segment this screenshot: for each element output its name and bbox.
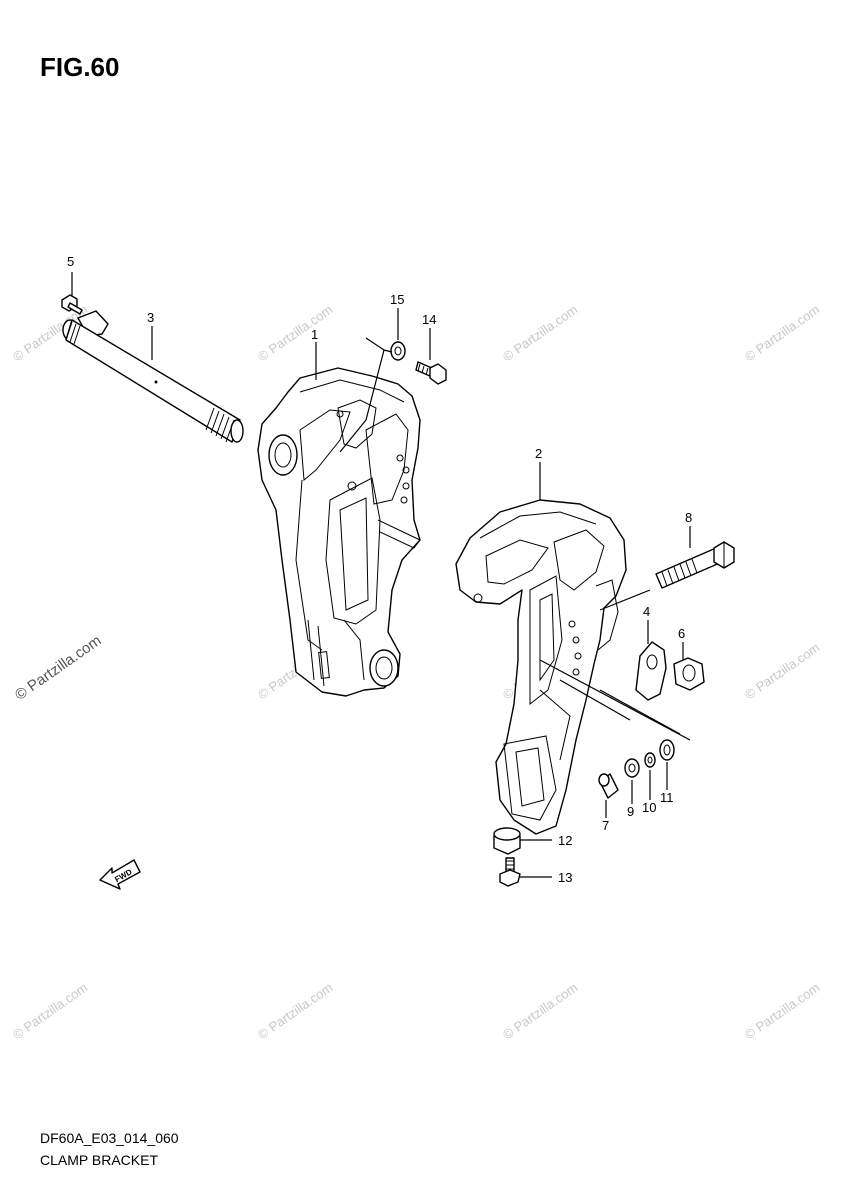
- callout-1: 1: [311, 327, 318, 342]
- part-3-shaft: [62, 310, 244, 443]
- part-5-bolt: [61, 294, 83, 315]
- part-2-clamp-bracket-right: [455, 499, 627, 835]
- callout-4: 4: [643, 604, 650, 619]
- callout-14: 14: [422, 312, 436, 327]
- callout-9: 9: [627, 804, 634, 819]
- part-6-nut: [673, 657, 705, 691]
- part-10-washer: [644, 752, 656, 768]
- diagram-name: CLAMP BRACKET: [40, 1152, 158, 1168]
- part-13-bolt: [499, 857, 521, 887]
- diagram-code: DF60A_E03_014_060: [40, 1130, 179, 1146]
- part-1-clamp-bracket-left: [257, 367, 421, 697]
- part-7-collar: [598, 773, 619, 799]
- callout-3: 3: [147, 310, 154, 325]
- callout-5: 5: [67, 254, 74, 269]
- callout-11: 11: [660, 790, 674, 805]
- callout-8: 8: [685, 510, 692, 525]
- callout-15: 15: [390, 292, 404, 307]
- figure-title: FIG.60: [40, 52, 120, 82]
- fwd-arrow-icon: FWD: [99, 859, 141, 890]
- part-8-bolt: [655, 541, 735, 589]
- callout-2: 2: [535, 446, 542, 461]
- part-15-washer: [390, 341, 406, 361]
- part-14-bolt: [415, 361, 447, 385]
- callout-13: 13: [558, 870, 572, 885]
- part-4-plate: [635, 641, 667, 701]
- callout-10: 10: [642, 800, 656, 815]
- part-12-rubber-block: [493, 827, 521, 855]
- part-11-washer: [659, 739, 675, 761]
- callout-6: 6: [678, 626, 685, 641]
- callout-leaders: [71, 272, 691, 878]
- callout-7: 7: [602, 818, 609, 833]
- part-9-bushing: [624, 758, 640, 778]
- callout-12: 12: [558, 833, 572, 848]
